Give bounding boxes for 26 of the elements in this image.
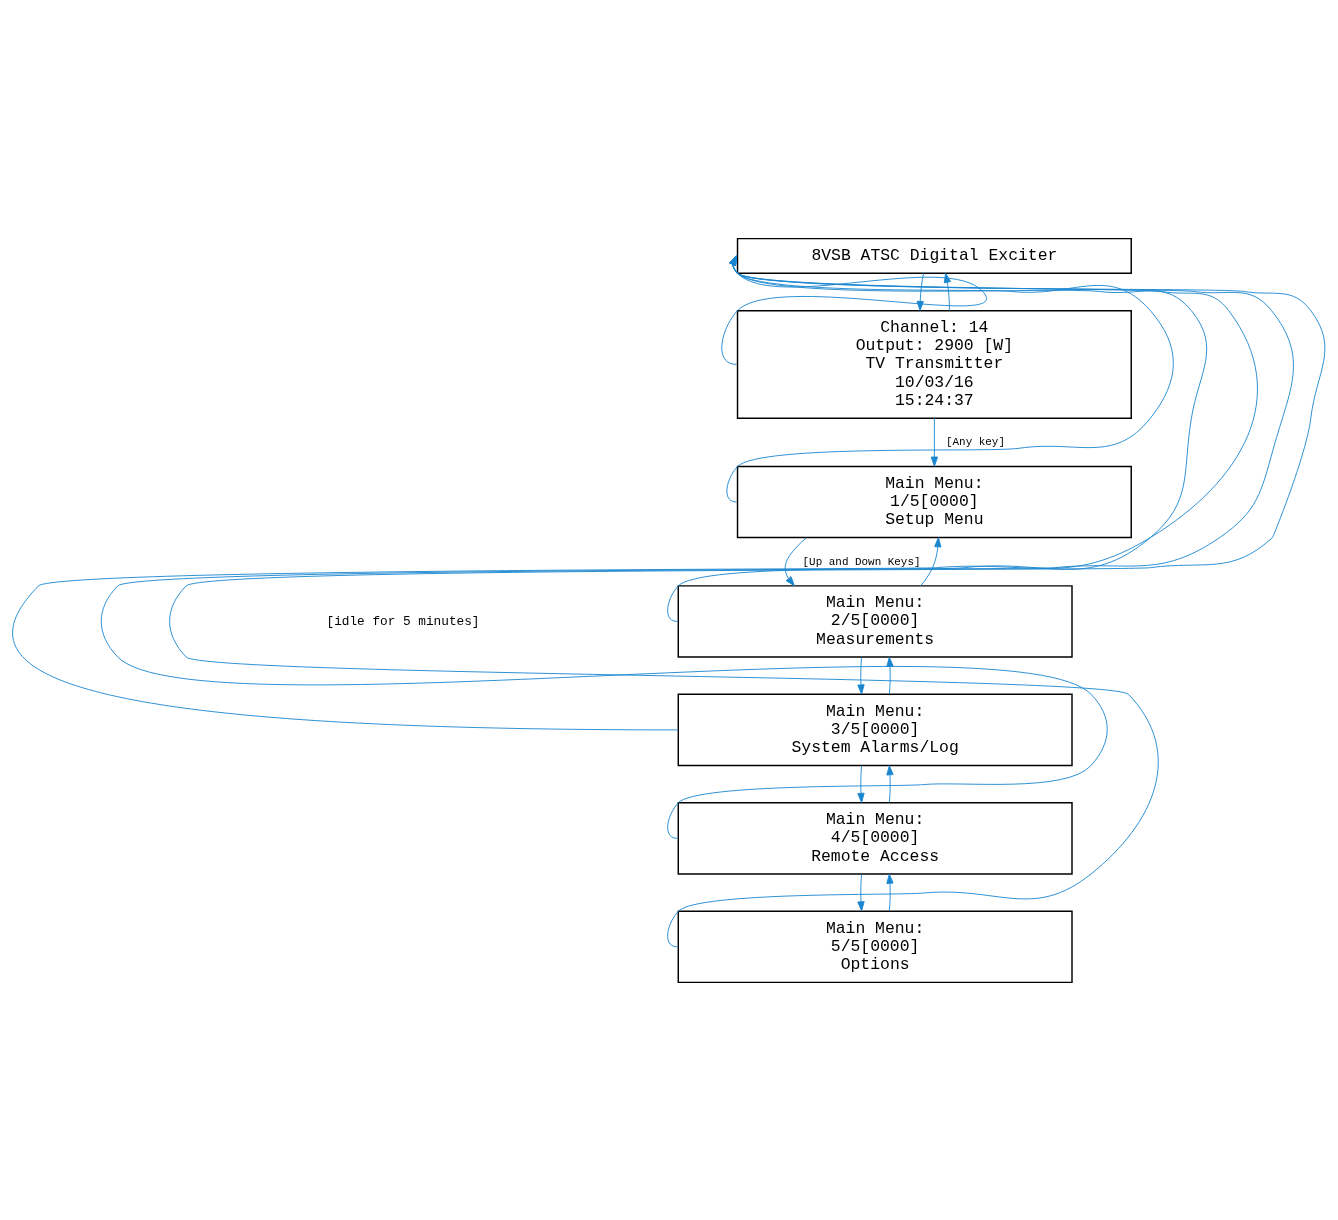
arrow <box>916 272 925 311</box>
node-box: Channel: 14 Output: 2900 [W] TV Transmitter 10/03/16 15:24:37 <box>736 309 1132 419</box>
edge-label: [Up and Down Keys] <box>802 555 921 568</box>
arrow <box>857 873 865 911</box>
arrow <box>12 255 1258 730</box>
node-box: Main Menu: 5/5[0000] Options <box>677 910 1073 983</box>
arrow <box>886 764 894 803</box>
arrow <box>100 255 1294 839</box>
arrow <box>857 764 865 803</box>
node-box: Main Menu: 2/5[0000] Measurements <box>677 584 1073 658</box>
arrow <box>726 255 1174 502</box>
node-box: 8VSB ATSC Digital Exciter <box>736 237 1132 274</box>
node-box: Main Menu: 3/5[0000] System Alarms/Log <box>677 693 1073 766</box>
node-box: Main Menu: 4/5[0000] Remote Access <box>677 801 1073 875</box>
arrow <box>857 656 865 694</box>
arrow <box>920 536 942 586</box>
arrow <box>886 656 894 694</box>
arrow <box>886 873 894 911</box>
arrow <box>930 417 939 467</box>
arrow <box>943 272 951 311</box>
edge-label: [Any key] <box>945 435 1005 448</box>
label: [idle for 5 minutes] <box>326 613 480 629</box>
arrow <box>784 536 808 586</box>
node-box: Main Menu: 1/5[0000] Setup Menu <box>736 465 1132 538</box>
arrow <box>721 255 987 365</box>
arrow <box>169 255 1326 947</box>
